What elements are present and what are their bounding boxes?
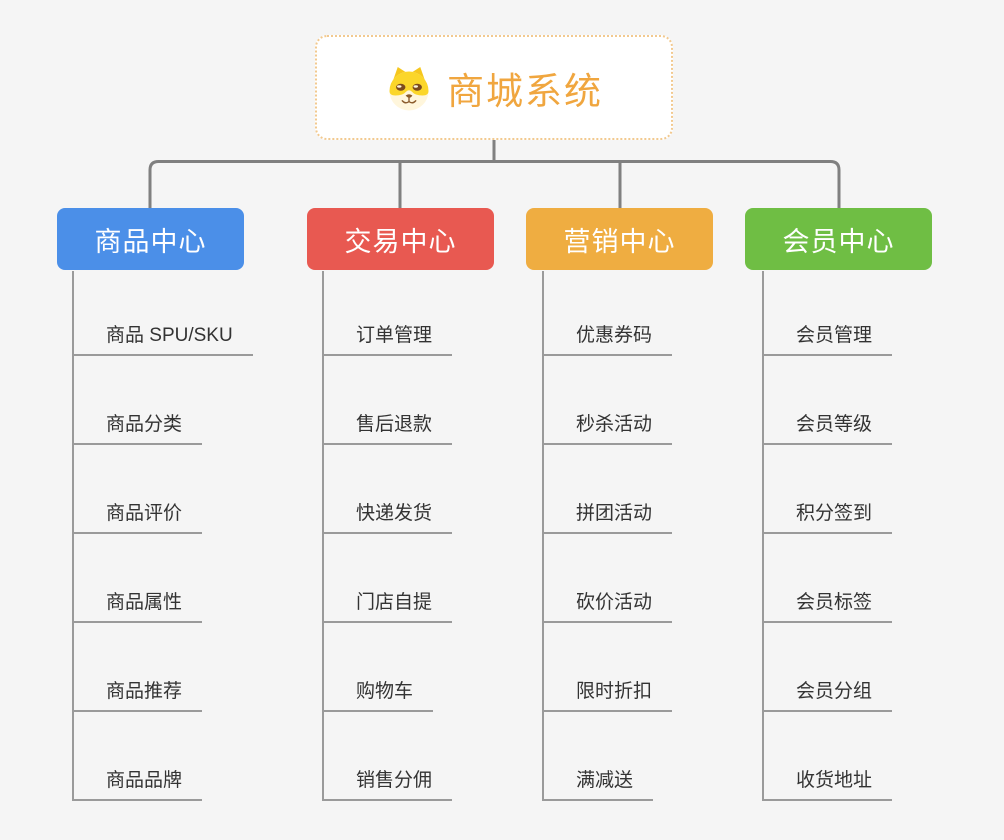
- branch-member-items: 会员管理 会员等级 积分签到 会员标签 会员分组 收货地址: [762, 271, 994, 801]
- branch-product-items: 商品 SPU/SKU 商品分类 商品评价 商品属性 商品推荐 商品品牌: [72, 271, 304, 801]
- root-title: 商城系统: [447, 70, 603, 112]
- leaf-node[interactable]: 会员等级: [762, 415, 893, 445]
- leaf-node[interactable]: 售后退款: [322, 415, 453, 445]
- root-node-mall-system[interactable]: 商城系统: [315, 35, 673, 140]
- leaf-node[interactable]: 会员标签: [762, 593, 893, 623]
- branch-marketing-center[interactable]: 营销中心: [526, 208, 713, 270]
- leaf-node[interactable]: 秒杀活动: [542, 415, 673, 445]
- leaf-node[interactable]: 购物车: [322, 682, 434, 712]
- leaf-node[interactable]: 商品分类: [72, 415, 203, 445]
- dog-face-icon: [389, 66, 429, 110]
- branch-trade-items: 订单管理 售后退款 快递发货 门店自提 购物车 销售分佣: [322, 271, 554, 801]
- leaf-node[interactable]: 商品品牌: [72, 771, 203, 801]
- leaf-node[interactable]: 满减送: [542, 771, 654, 801]
- leaf-node[interactable]: 会员分组: [762, 682, 893, 712]
- leaf-node[interactable]: 会员管理: [762, 326, 893, 356]
- leaf-node[interactable]: 限时折扣: [542, 682, 673, 712]
- leaf-node[interactable]: 收货地址: [762, 771, 893, 801]
- branch-marketing-items: 优惠券码 秒杀活动 拼团活动 砍价活动 限时折扣 满减送: [542, 271, 774, 801]
- leaf-node[interactable]: 商品推荐: [72, 682, 203, 712]
- leaf-node[interactable]: 快递发货: [322, 504, 453, 534]
- leaf-node[interactable]: 拼团活动: [542, 504, 673, 534]
- branch-member-center[interactable]: 会员中心: [745, 208, 932, 270]
- branch-product-center[interactable]: 商品中心: [57, 208, 244, 270]
- leaf-node[interactable]: 砍价活动: [542, 593, 673, 623]
- leaf-node[interactable]: 商品 SPU/SKU: [72, 326, 253, 356]
- leaf-node[interactable]: 商品属性: [72, 593, 203, 623]
- leaf-node[interactable]: 门店自提: [322, 593, 453, 623]
- leaf-node[interactable]: 优惠券码: [542, 326, 673, 356]
- branch-trade-center[interactable]: 交易中心: [307, 208, 494, 270]
- leaf-node[interactable]: 商品评价: [72, 504, 203, 534]
- leaf-node[interactable]: 销售分佣: [322, 771, 453, 801]
- leaf-node[interactable]: 积分签到: [762, 504, 893, 534]
- leaf-node[interactable]: 订单管理: [322, 326, 453, 356]
